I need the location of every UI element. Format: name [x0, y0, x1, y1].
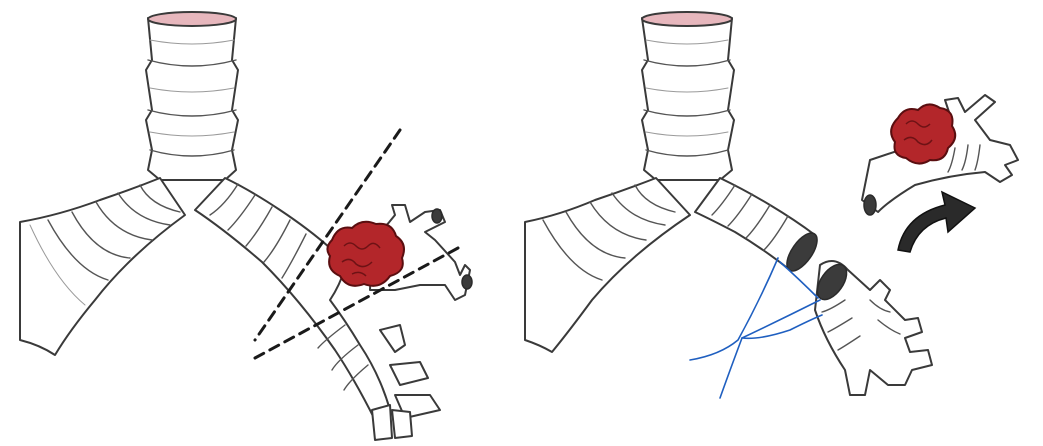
tumor-left-panel — [327, 222, 404, 286]
distal-bronchus-right-panel — [812, 259, 932, 395]
suture-threads — [690, 258, 822, 398]
right-main-bronchus-right-panel — [525, 178, 690, 352]
trachea-lumen-right — [642, 12, 732, 26]
trachea-right — [642, 12, 734, 180]
left-panel — [20, 12, 472, 440]
suture-thread-1 — [690, 258, 778, 360]
bronchus-stump-right-panel — [695, 178, 823, 276]
removal-arrow — [898, 192, 975, 252]
right-panel — [525, 12, 1018, 398]
excised-specimen — [862, 95, 1018, 215]
trachea-left — [146, 12, 238, 180]
trachea-lumen-left — [148, 12, 236, 26]
right-main-bronchus-left-panel — [20, 178, 185, 355]
excised-tumor — [891, 104, 955, 163]
lower-lobe-branches-left-panel — [372, 325, 440, 440]
suture-thread-3 — [720, 300, 820, 398]
